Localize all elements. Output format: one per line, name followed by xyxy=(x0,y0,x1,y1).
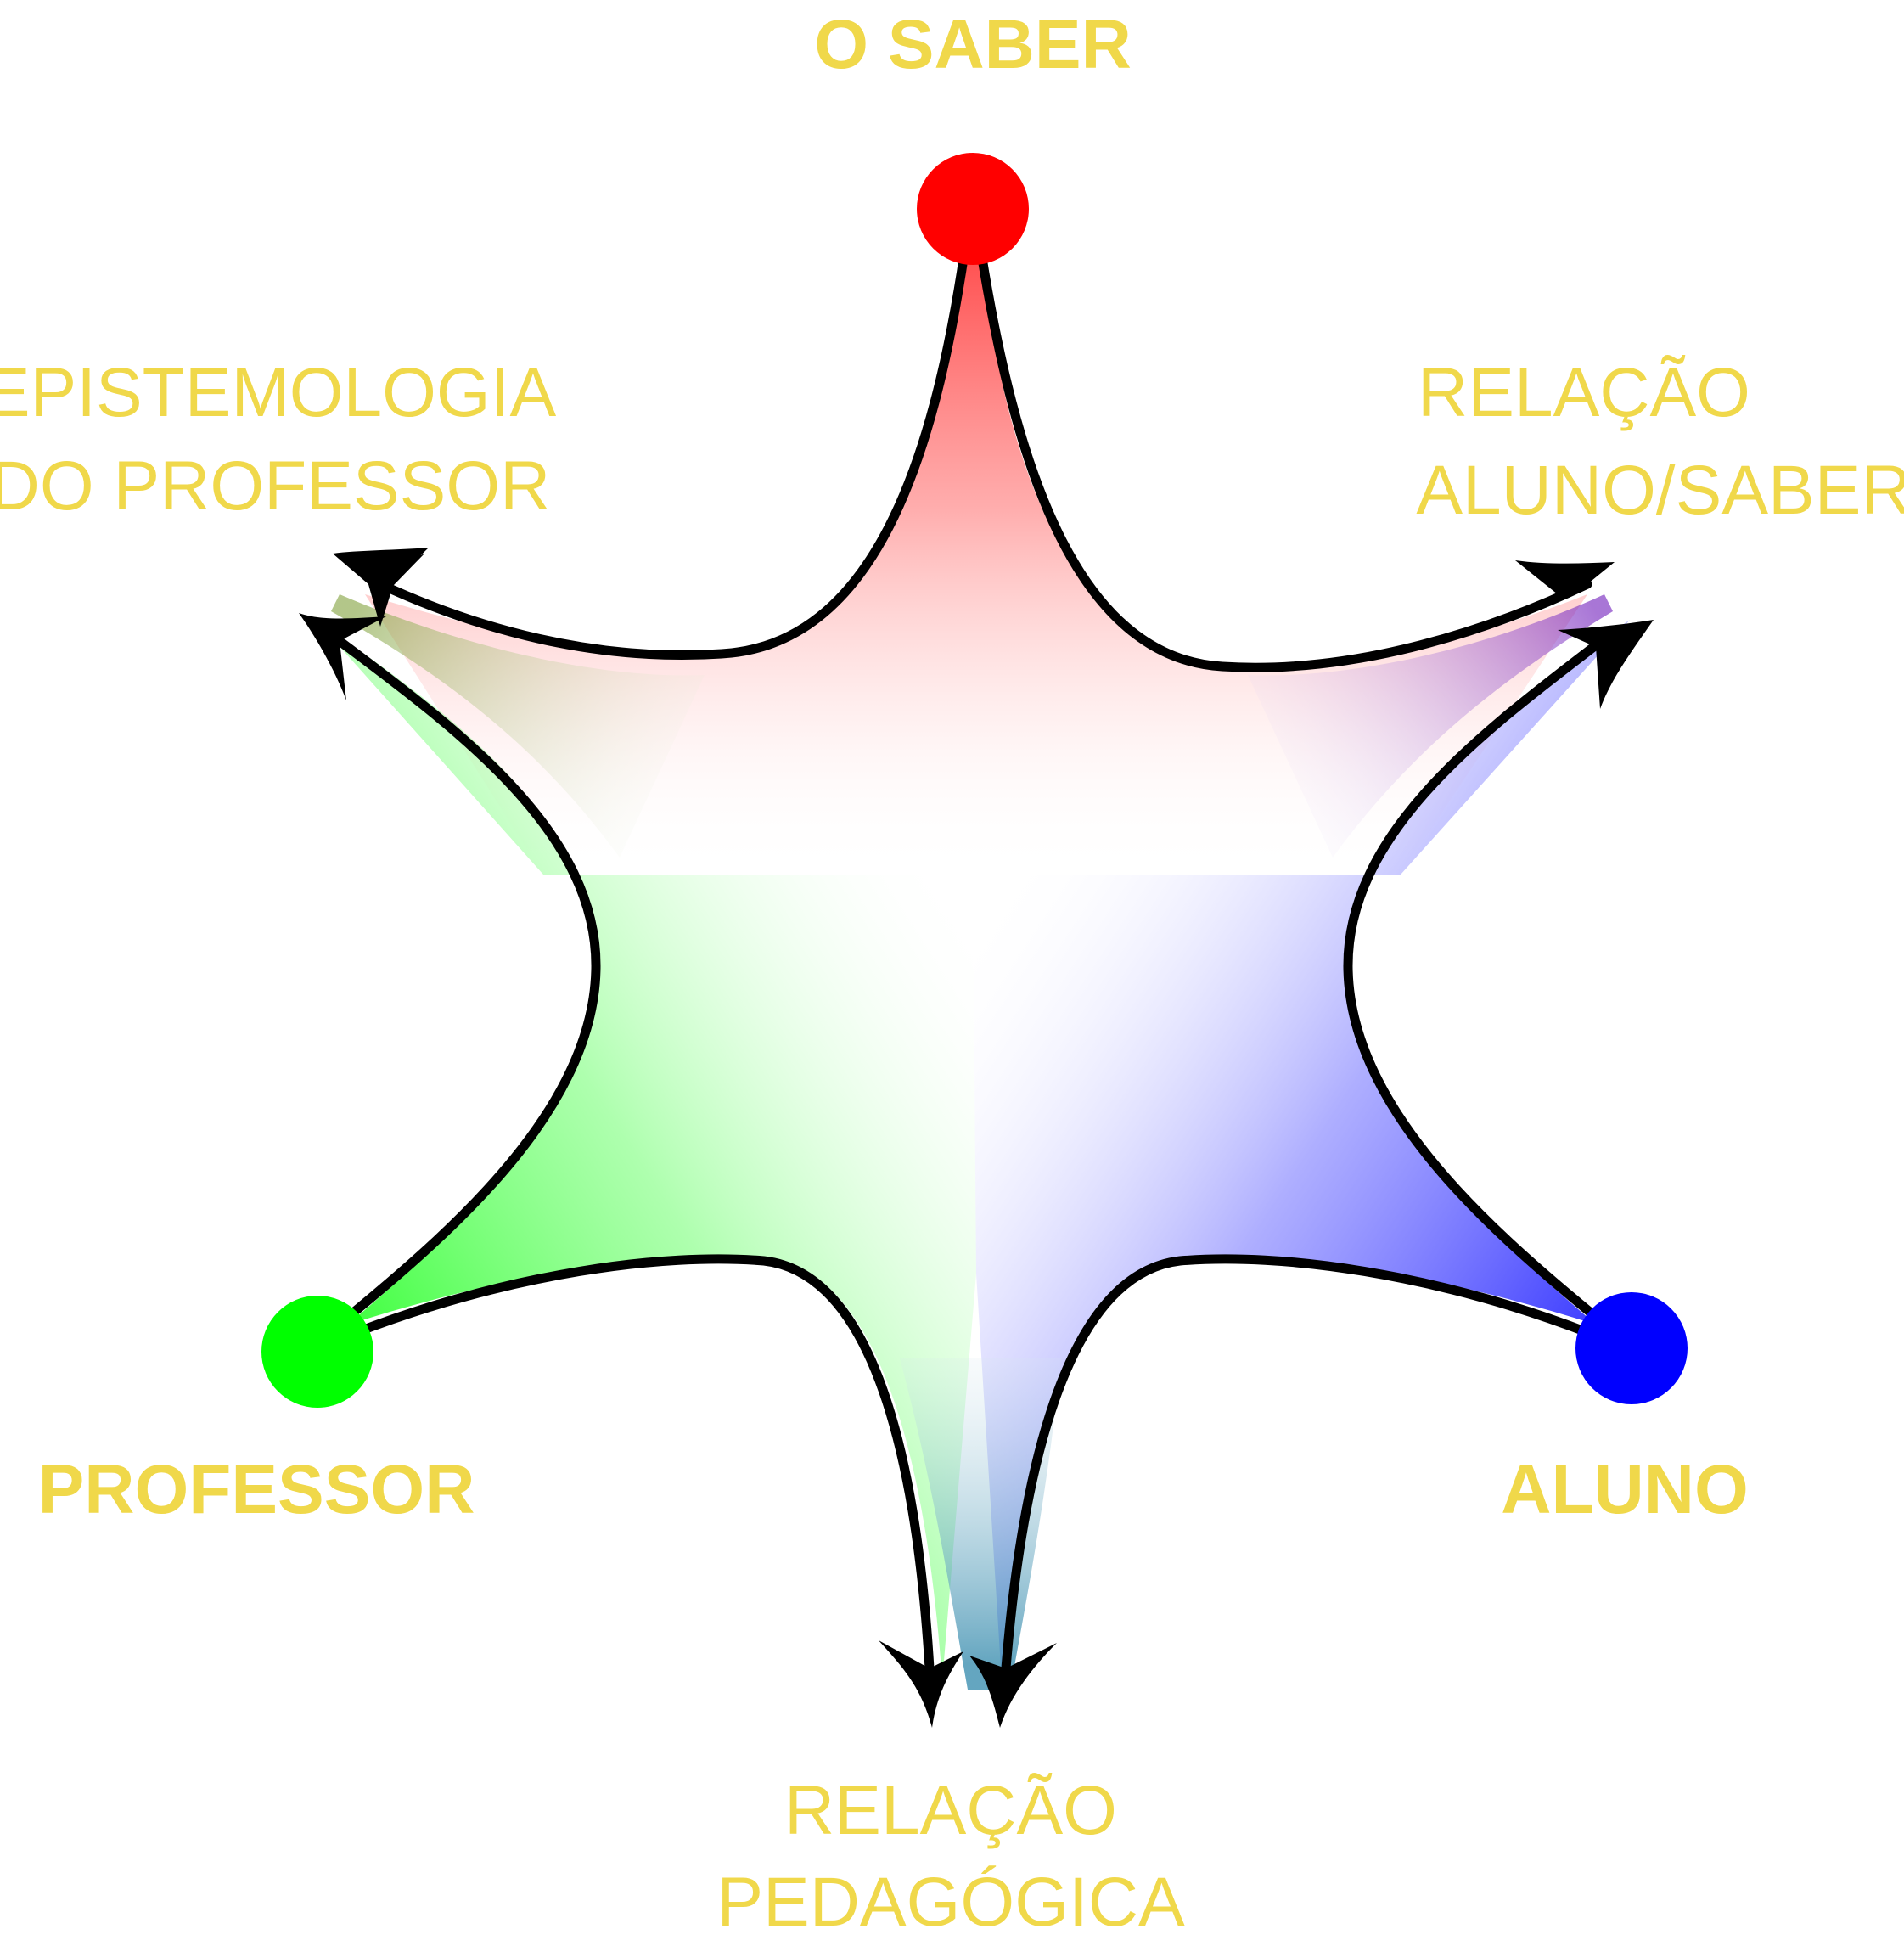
saber-red-circle-icon xyxy=(917,153,1029,265)
label-aluno: ALUNO xyxy=(1501,1451,1749,1528)
relation-curves xyxy=(334,248,1601,1673)
professor-green-circle-icon xyxy=(261,1296,373,1408)
saber-red-fill xyxy=(365,253,1587,875)
aluno-to-pedagogica-curve xyxy=(1001,1254,1594,1673)
label-aluno-saber-line1: RELAÇÃO xyxy=(1418,354,1750,431)
label-pedagogica-line1: RELAÇÃO xyxy=(784,1772,1117,1849)
professor-to-epistemologia-curve xyxy=(334,636,601,1319)
professor-green-fill xyxy=(316,620,976,1681)
arrowhead-epistemologia-bottom xyxy=(299,613,386,700)
arrowhead-pedagogica-right xyxy=(969,1643,1057,1728)
label-epistemologia-line1: EPISTEMOLOGIA xyxy=(0,354,556,431)
aluno-blue-fill xyxy=(973,620,1630,1681)
label-o-saber: O SABER xyxy=(814,6,1132,83)
pedagogica-teal-fill xyxy=(900,1358,1061,1690)
arrowhead-aluno-saber-top xyxy=(1515,560,1615,594)
label-professor: PROFESSOR xyxy=(38,1451,475,1528)
arrowhead-aluno-saber-bottom xyxy=(1558,620,1654,709)
epistemologia-olive-fill xyxy=(331,594,705,858)
label-aluno-saber-line2: ALUNO/SABER xyxy=(1416,452,1904,529)
aluno-blue-circle-icon xyxy=(1575,1292,1688,1404)
arrowhead-epistemologia-top xyxy=(367,554,424,627)
gradient-fills xyxy=(316,253,1630,1690)
aluno-to-aluno-saber-curve xyxy=(1343,640,1601,1319)
arrowhead-pedagogica-left xyxy=(879,1640,963,1728)
label-epistemologia-line2: DO PROFESSOR xyxy=(0,447,550,525)
arrowhead-epistemologia-top-a xyxy=(333,548,429,594)
saber-to-epistemologia-curve xyxy=(375,248,969,661)
aluno-saber-purple-fill xyxy=(1248,594,1613,858)
professor-to-pedagogica-curve xyxy=(350,1254,935,1673)
label-pedagogica-line2: PEDAGÓGICA xyxy=(716,1864,1185,1941)
saber-to-aluno-saber-curve xyxy=(976,248,1592,672)
labels: O SABER PROFESSOR ALUNO EPISTEMOLOGIA DO… xyxy=(0,6,1904,1941)
arrowheads xyxy=(299,548,1654,1728)
